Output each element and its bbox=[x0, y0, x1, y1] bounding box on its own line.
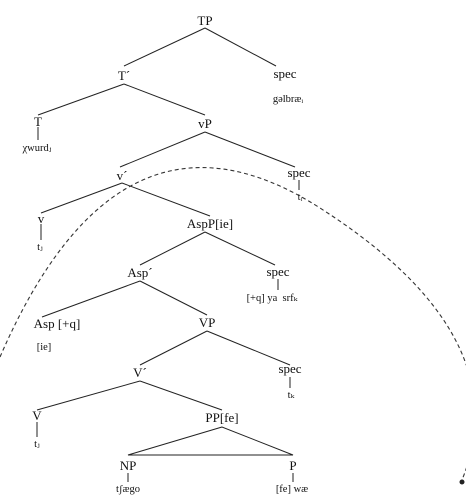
node-vp-big: VP bbox=[199, 315, 216, 330]
edge-tp-tbar bbox=[123, 27, 206, 67]
tree-labels: TP T´ spec gəlbræᵢ T χwurdⱼ vP v´ spec t… bbox=[21, 13, 310, 495]
node-spec3: spec bbox=[266, 264, 289, 279]
node-tsaego: tʃægo bbox=[116, 484, 140, 495]
edge-aspp-aspbar bbox=[139, 231, 206, 266]
node-aspp: AspP[ie] bbox=[187, 216, 233, 231]
node-tj2: tⱼ bbox=[34, 439, 40, 450]
edge-vp-vbar bbox=[119, 131, 206, 168]
edge-vp-spec4 bbox=[206, 330, 291, 366]
node-pp: PP[fe] bbox=[205, 410, 238, 425]
tree-edges bbox=[36, 27, 300, 456]
arc-endpoint-dot bbox=[459, 479, 465, 485]
node-ti: tᵢ bbox=[298, 192, 303, 203]
node-fewae: [fe] wæ bbox=[276, 484, 308, 495]
node-vp-small: vP bbox=[198, 116, 212, 131]
edge-tbar-t bbox=[37, 83, 125, 116]
node-spec4: spec bbox=[278, 361, 301, 376]
pp-triangle bbox=[127, 426, 294, 456]
node-tj1: tⱼ bbox=[37, 242, 43, 253]
node-v-small: v bbox=[38, 211, 45, 226]
edge-vbar-aspp bbox=[121, 182, 211, 217]
node-tbar: T´ bbox=[118, 68, 130, 83]
node-np: NP bbox=[120, 458, 137, 473]
node-asp-ie: [ie] bbox=[37, 342, 52, 353]
edge-vbar-v bbox=[40, 182, 123, 214]
edge-vp-vbar-big bbox=[139, 330, 208, 366]
node-spec3-val: [+q] ya srfₖ bbox=[247, 293, 299, 304]
node-aspbar: Asp´ bbox=[127, 265, 152, 280]
edge-vbar-big-v bbox=[36, 380, 141, 411]
node-vbar-big: V´ bbox=[133, 365, 147, 380]
edge-aspbar-vp bbox=[139, 280, 208, 316]
edge-aspp-spec3 bbox=[204, 231, 276, 266]
node-spec2: spec bbox=[287, 165, 310, 180]
node-spec1: spec bbox=[273, 66, 296, 81]
node-v-big: V bbox=[32, 408, 42, 423]
edge-vbar-big-pp bbox=[139, 380, 223, 411]
node-tk: tₖ bbox=[288, 390, 296, 401]
node-p: P bbox=[289, 458, 296, 473]
edge-vp-spec2 bbox=[204, 131, 296, 168]
node-tp: TP bbox=[197, 13, 212, 28]
edge-aspbar-asp bbox=[41, 280, 141, 318]
node-galbrae: gəlbræᵢ bbox=[273, 94, 304, 105]
node-xwurd: χwurdⱼ bbox=[21, 143, 51, 154]
node-asp: Asp [+q] bbox=[34, 316, 81, 331]
edge-tp-spec1 bbox=[204, 27, 277, 67]
edge-tbar-vp bbox=[123, 83, 206, 116]
node-t: T bbox=[34, 114, 42, 129]
node-vbar: v´ bbox=[117, 168, 128, 183]
